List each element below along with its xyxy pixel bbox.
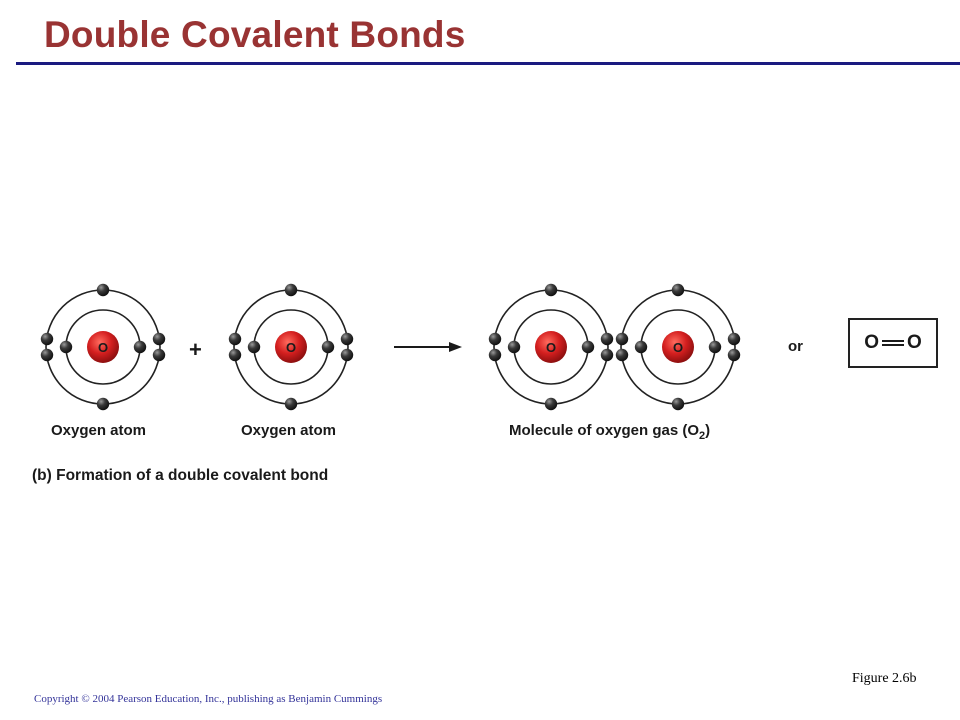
electron [727,348,741,362]
electron [488,348,502,362]
electron [727,332,741,346]
atom-symbol: O [286,340,296,355]
electron [600,348,614,362]
label-oxygen-atom-2: Oxygen atom [241,422,337,439]
structural-formula: O O [864,332,922,354]
nucleus [662,331,694,363]
electron [96,283,110,297]
nucleus [275,331,307,363]
double-bond-line [882,340,904,346]
nucleus [87,331,119,363]
electron [600,332,614,346]
electron [340,332,354,346]
figure-caption: (b) Formation of a double covalent bond [32,467,329,484]
title-divider [16,62,960,65]
molecule-atom-right: O [615,283,741,411]
electron [284,397,298,411]
atom-1: O [40,283,166,411]
label-oxygen-molecule: Molecule of oxygen gas (O2) [509,422,710,442]
electron [59,340,73,354]
label-oxygen-atom-1: Oxygen atom [51,422,147,439]
molecule-label-prefix: Molecule of oxygen gas (O [509,422,700,439]
electron [228,348,242,362]
plus-sign: + [189,337,202,362]
electron [708,340,722,354]
electron [615,348,629,362]
atom-2: O [228,283,354,411]
electron [152,348,166,362]
electron [581,340,595,354]
electron [228,332,242,346]
electron [247,340,261,354]
electron [284,283,298,297]
molecule-atom-left: O [488,283,614,411]
atom-symbol: O [546,340,556,355]
or-label: or [788,338,803,355]
atom-symbol: O [673,340,683,355]
figure-reference: Figure 2.6b [852,671,917,686]
electron [544,397,558,411]
structural-formula-box: O O [848,318,938,368]
molecule-label-suffix: ) [705,422,711,439]
electron [544,283,558,297]
electron [634,340,648,354]
slide-title: Double Covalent Bonds [44,14,466,55]
nucleus [535,331,567,363]
electron [671,283,685,297]
electron [152,332,166,346]
electron [96,397,110,411]
electron [615,332,629,346]
electron [340,348,354,362]
molecule-label-subscript: 2 [699,430,706,442]
electron [507,340,521,354]
electron [133,340,147,354]
copyright-notice: Copyright © 2004 Pearson Education, Inc.… [34,693,383,705]
electron [40,332,54,346]
reaction-arrow [394,342,462,352]
electron [671,397,685,411]
atom-symbol: O [98,340,108,355]
formula-atom-right: O [907,332,922,353]
electron [321,340,335,354]
electron [488,332,502,346]
formula-atom-left: O [864,332,879,353]
electron [40,348,54,362]
